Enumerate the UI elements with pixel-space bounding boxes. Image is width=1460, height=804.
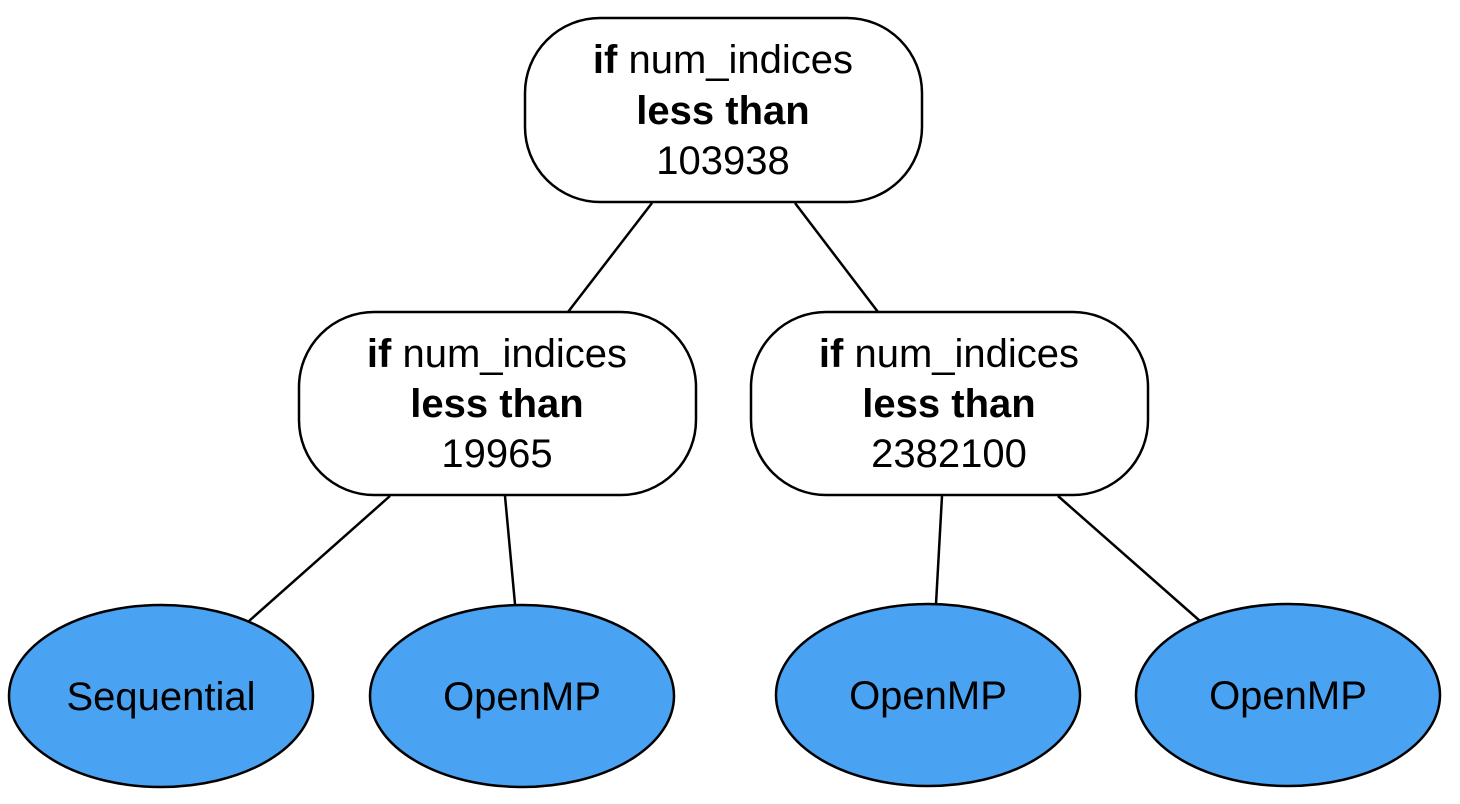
root-threshold: 103938 — [656, 139, 789, 183]
left-keyword: if — [367, 332, 392, 376]
right-variable: num_indices — [854, 332, 1079, 376]
root-keyword: if — [593, 38, 618, 82]
leaf-node-openmp-2: OpenMP — [774, 602, 1082, 788]
root-variable: num_indices — [628, 38, 853, 82]
leaf-node-openmp-2-shape — [774, 602, 1082, 788]
decision-node-right: if num_indices less than 2382100 — [749, 310, 1150, 497]
right-keyword: if — [819, 332, 844, 376]
left-variable: num_indices — [402, 332, 627, 376]
leaf-node-sequential-label: Sequential — [66, 675, 255, 719]
right-operator: less than — [862, 382, 1035, 426]
leaf-node-sequential: Sequential — [7, 603, 315, 789]
left-threshold: 19965 — [441, 432, 552, 476]
edge-right-to-leaf-openmp-3 — [1057, 495, 1201, 622]
leaf-node-openmp-3: OpenMP — [1134, 602, 1442, 788]
tree-edges — [248, 202, 1201, 622]
leaf-node-openmp-3-shape — [1134, 602, 1442, 788]
left-operator: less than — [410, 382, 583, 426]
leaf-node-openmp-1-label: OpenMP — [443, 675, 601, 719]
leaf-node-openmp-2-label: OpenMP — [849, 674, 1007, 718]
edge-left-to-leaf-sequential — [248, 495, 391, 622]
decision-node-root-line1: if num_indices — [593, 38, 853, 82]
leaf-node-sequential-shape — [7, 603, 315, 789]
decision-node-root-shape — [523, 16, 924, 204]
root-operator: less than — [636, 89, 809, 133]
decision-node-right-line1: if num_indices — [819, 332, 1079, 376]
leaf-node-openmp-1-shape — [368, 603, 676, 789]
decision-node-right-shape — [749, 310, 1150, 497]
edge-root-to-right — [794, 202, 879, 313]
edge-left-to-leaf-openmp-1 — [503, 495, 517, 605]
edge-root-to-left — [567, 202, 653, 313]
decision-node-left-shape — [297, 310, 698, 497]
leaf-node-openmp-1: OpenMP — [368, 603, 676, 789]
right-threshold: 2382100 — [871, 432, 1027, 476]
decision-node-left: if num_indices less than 19965 — [297, 310, 698, 497]
decision-node-left-line1: if num_indices — [367, 332, 627, 376]
decision-node-root: if num_indices less than 103938 — [523, 16, 924, 204]
leaf-node-openmp-3-label: OpenMP — [1209, 674, 1367, 718]
edge-right-to-leaf-openmp-2 — [934, 495, 944, 605]
